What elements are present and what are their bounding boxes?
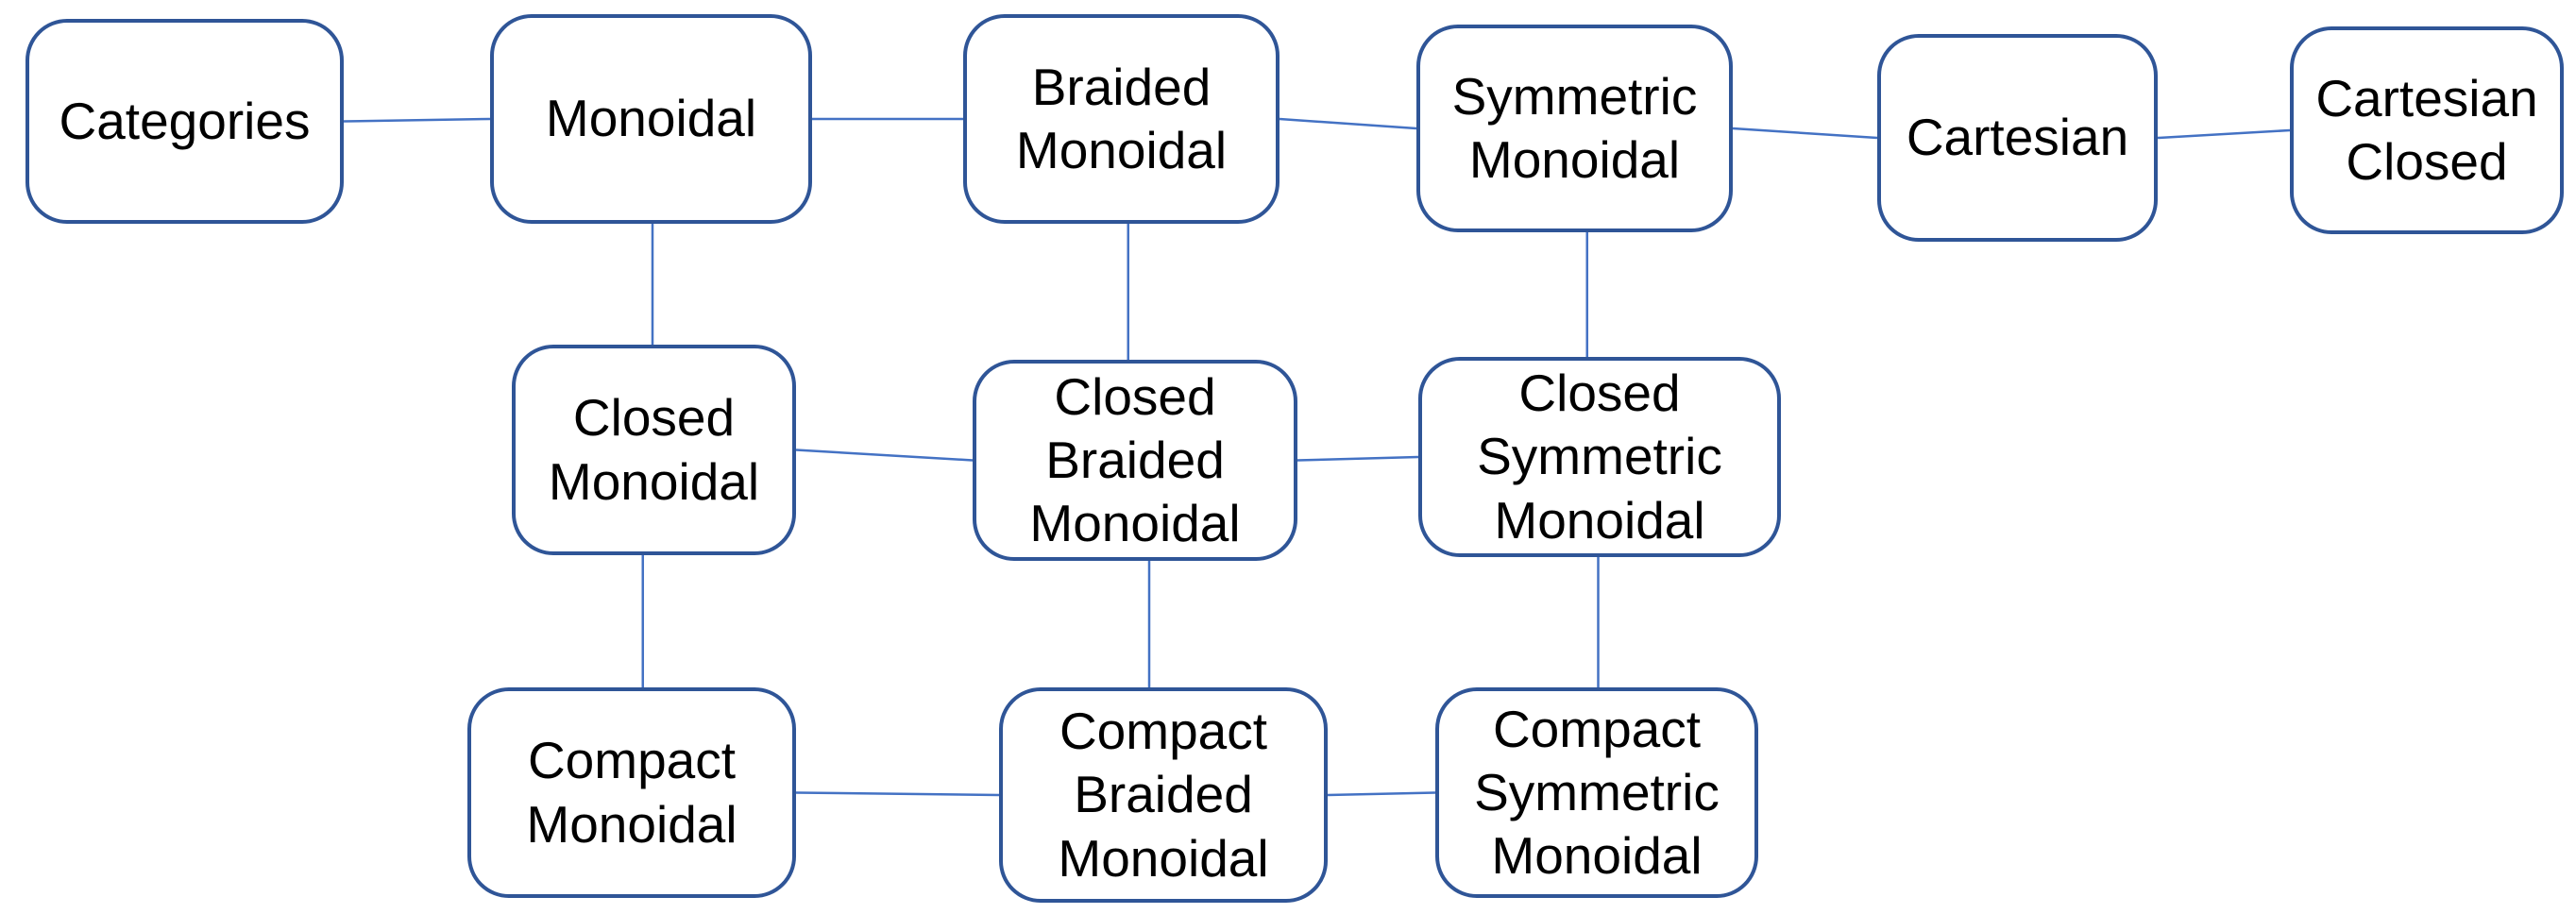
node-cartesian-closed: Cartesian Closed	[2290, 26, 2564, 234]
connector-braided-monoidal-to-symmetric-monoidal	[1279, 117, 1417, 130]
node-label-cartesian: Cartesian	[1906, 108, 2129, 167]
node-label-compact-symmetric-monoidal: Compact Symmetric Monoidal	[1474, 699, 1720, 886]
node-compact-braided-monoidal: Compact Braided Monoidal	[999, 687, 1328, 903]
node-categories: Categories	[25, 19, 344, 224]
connector-symmetric-monoidal-to-cartesian	[1732, 127, 1878, 140]
connector-compact-monoidal-to-compact-braided-monoidal	[795, 791, 1000, 797]
node-label-closed-monoidal: Closed Monoidal	[548, 388, 760, 511]
connector-cartesian-to-cartesian-closed	[2157, 128, 2291, 140]
connector-compact-braided-monoidal-to-compact-symmetric-monoidal	[1327, 791, 1436, 797]
node-closed-monoidal: Closed Monoidal	[512, 345, 796, 555]
node-monoidal: Monoidal	[490, 14, 812, 224]
node-compact-symmetric-monoidal: Compact Symmetric Monoidal	[1435, 687, 1758, 898]
node-label-cartesian-closed: Cartesian Closed	[2315, 68, 2538, 191]
node-label-closed-braided-monoidal: Closed Braided Monoidal	[1029, 366, 1241, 553]
node-label-compact-monoidal: Compact Monoidal	[526, 731, 737, 854]
node-label-closed-symmetric-monoidal: Closed Symmetric Monoidal	[1477, 364, 1722, 550]
node-label-symmetric-monoidal: Symmetric Monoidal	[1451, 66, 1698, 189]
node-closed-braided-monoidal: Closed Braided Monoidal	[973, 360, 1297, 561]
node-braided-monoidal: Braided Monoidal	[963, 14, 1280, 224]
node-label-compact-braided-monoidal: Compact Braided Monoidal	[1058, 702, 1269, 888]
node-closed-symmetric-monoidal: Closed Symmetric Monoidal	[1418, 357, 1781, 557]
connector-closed-monoidal-to-closed-braided-monoidal	[795, 449, 974, 462]
node-label-monoidal: Monoidal	[545, 89, 757, 148]
connector-closed-braided-monoidal-to-closed-symmetric-monoidal	[1296, 455, 1419, 462]
node-compact-monoidal: Compact Monoidal	[467, 687, 796, 898]
node-symmetric-monoidal: Symmetric Monoidal	[1416, 25, 1733, 232]
node-cartesian: Cartesian	[1877, 34, 2158, 242]
node-label-categories: Categories	[59, 91, 311, 150]
node-label-braided-monoidal: Braided Monoidal	[1015, 57, 1228, 179]
connector-categories-to-monoidal	[343, 117, 491, 123]
